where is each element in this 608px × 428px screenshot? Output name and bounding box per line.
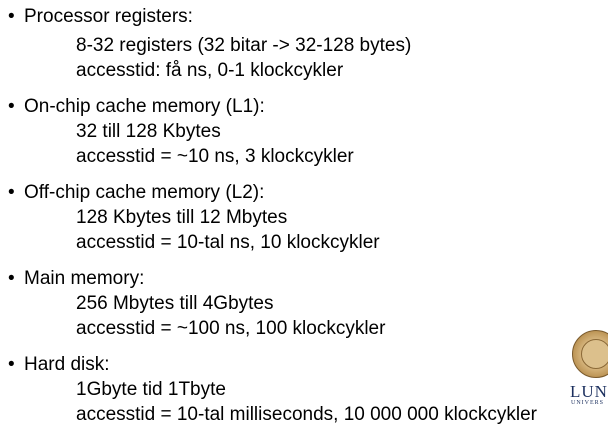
heading-text: Off-chip cache memory (L2): <box>24 182 265 203</box>
heading-text: Processor registers: <box>24 6 193 27</box>
bullet-icon: • <box>8 96 15 117</box>
heading-text: On-chip cache memory (L1): <box>24 96 265 117</box>
detail-line: accesstid = ~100 ns, 100 klockcykler <box>76 318 386 339</box>
bullet-heading: • Processor registers: <box>8 6 193 28</box>
detail-line: 1Gbyte tid 1Tbyte <box>76 379 226 400</box>
bullet-heading: • On-chip cache memory (L1): <box>8 96 265 118</box>
bullet-heading: • Hard disk: <box>8 354 110 376</box>
detail-line: accesstid = ~10 ns, 3 klockcykler <box>76 146 354 167</box>
detail-line: 128 Kbytes till 12 Mbytes <box>76 207 288 228</box>
detail-line: accesstid = 10-tal milliseconds, 10 000 … <box>76 404 537 425</box>
heading-text: Main memory: <box>24 268 145 289</box>
detail-line: accesstid: få ns, 0-1 klockcykler <box>76 60 344 81</box>
heading-text: Hard disk: <box>24 354 110 375</box>
bullet-icon: • <box>8 182 15 203</box>
logo-subtext: UNIVERS <box>571 400 605 406</box>
detail-line: 256 Mbytes till 4Gbytes <box>76 293 274 314</box>
university-logo: LUN UNIVERS <box>566 330 608 410</box>
detail-line: accesstid = 10-tal ns, 10 klockcykler <box>76 232 380 253</box>
bullet-heading: • Off-chip cache memory (L2): <box>8 182 264 204</box>
logo-wordmark: LUN <box>570 382 608 401</box>
detail-line: 8-32 registers (32 bitar -> 32-128 bytes… <box>76 35 412 56</box>
bullet-icon: • <box>8 268 15 289</box>
bullet-icon: • <box>8 6 15 27</box>
detail-line: 32 till 128 Kbytes <box>76 121 221 142</box>
bullet-heading: • Main memory: <box>8 268 144 290</box>
bullet-icon: • <box>8 354 15 375</box>
seal-icon <box>572 330 608 378</box>
